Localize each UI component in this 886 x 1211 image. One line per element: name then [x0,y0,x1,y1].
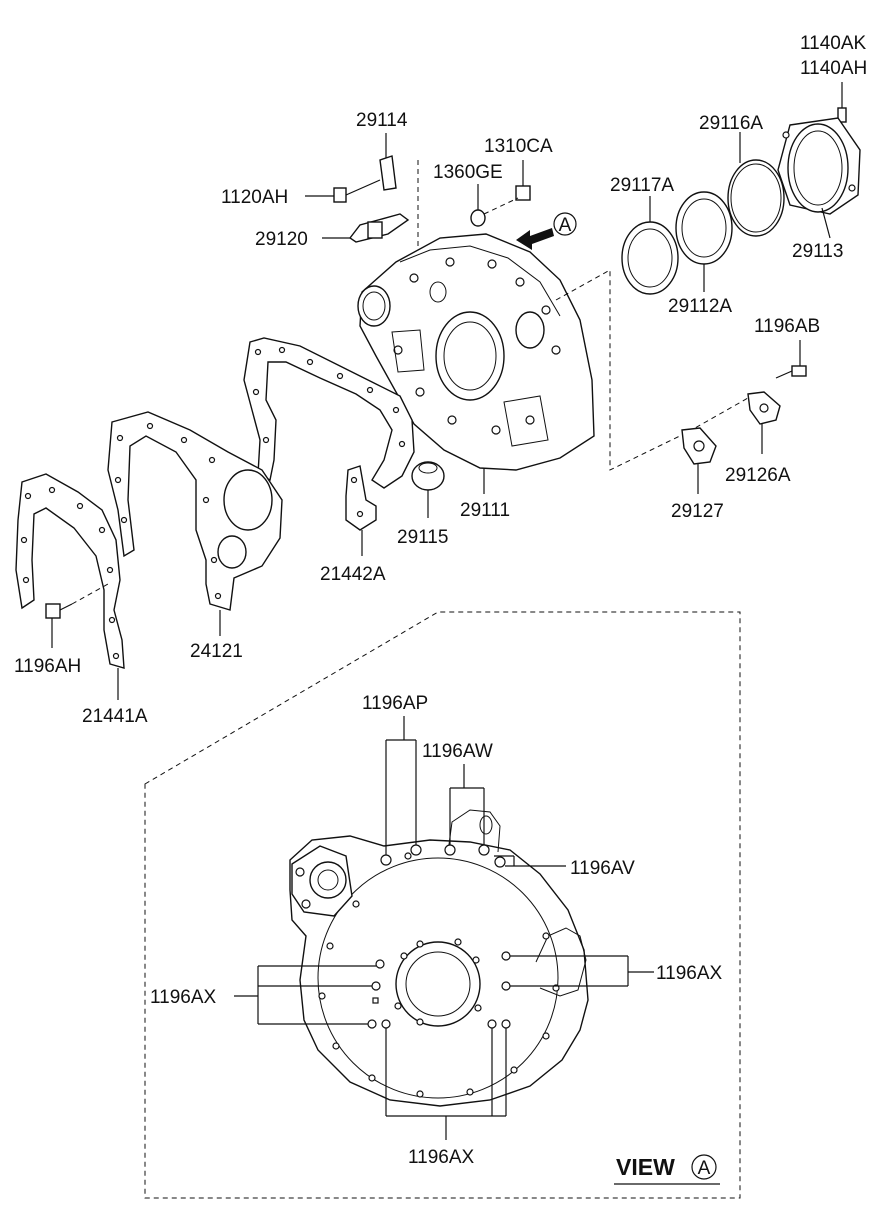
label-1196AW: 1196AW [422,741,493,762]
label-1196AB: 1196AB [754,316,820,337]
ring-29116A-part [727,159,785,237]
seal-29115-part [411,461,445,518]
label-29117A: 29117A [610,175,674,196]
label-1360GE: 1360GE [433,162,503,183]
label-21442A: 21442A [320,564,386,585]
label-24121: 24121 [190,641,243,662]
bolt-1140-part [837,82,847,123]
bolt-1120AH-part [305,179,381,203]
bracket-29120-part [322,213,410,243]
label-1140AK: 1140AK [800,33,867,54]
label-1196AH: 1196AH [14,656,81,677]
label-1120AH: 1120AH [221,187,288,208]
label-1310CA: 1310CA [484,136,553,157]
arrow-letter: A [559,215,572,236]
label-29126A: 29126A [725,465,791,486]
plate-29126A-part [747,391,781,454]
label-1196AX-right: 1196AX [656,963,723,984]
label-1196AX-bottom: 1196AX [408,1147,475,1168]
view-a-arrow: A [516,212,577,250]
label-29116A: 29116A [699,113,763,134]
label-21441A: 21441A [82,706,148,727]
washer-1360GE-part [470,184,486,227]
housing-rear-view [289,809,589,1107]
label-1196AV: 1196AV [570,858,635,879]
label-29112A: 29112A [668,296,732,317]
gasket-21442A-part [345,465,377,556]
label-29120: 29120 [255,229,308,250]
seal-29117A-part [621,221,679,295]
gasket-21441A-part [15,473,125,669]
rear-cover-29113-part [777,117,861,215]
view-caption-letter: A [698,1158,711,1179]
view-a-leaders [234,716,654,1140]
seal-29112A-part [675,191,733,265]
plate-24121-part [107,411,283,611]
bolt-1196AH-part [45,583,109,648]
view-caption-word: VIEW [616,1154,675,1180]
bracket-29114-part [379,133,397,191]
label-29127: 29127 [671,501,724,522]
flywheel-housing-29111-part [357,233,595,471]
label-29111: 29111 [460,500,510,521]
label-1140AH: 1140AH [800,58,867,79]
label-1196AP: 1196AP [362,693,428,714]
bolt-1196AB-part [775,340,807,379]
view-a-frame [144,611,741,1199]
label-1196AX-left: 1196AX [150,987,217,1008]
label-29113: 29113 [792,241,843,262]
nut-1310CA-part [515,160,531,201]
gasket-29127-part [681,427,717,494]
label-29114: 29114 [356,110,408,131]
view-a-caption: VIEW A [614,1154,720,1185]
label-29115: 29115 [397,527,448,548]
